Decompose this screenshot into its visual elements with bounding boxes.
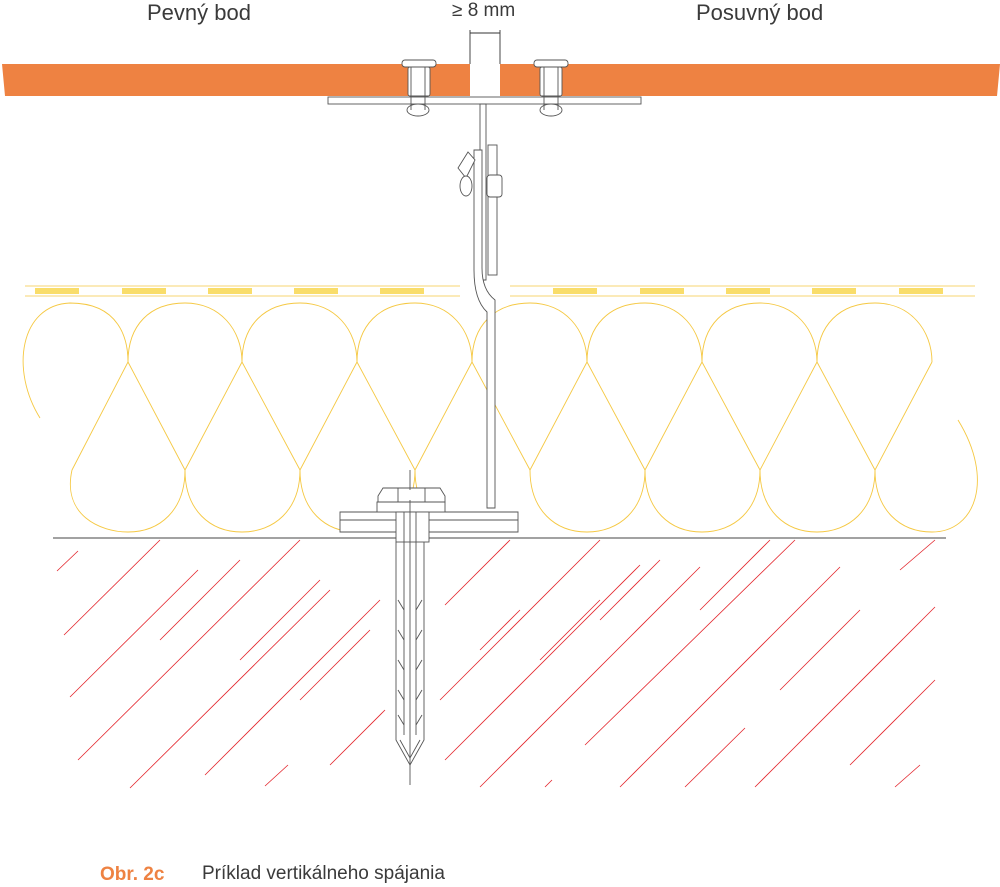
figure-number: Obr. 2c — [100, 864, 165, 885]
t-profile-flange — [327, 96, 642, 105]
anchor-hex-nut — [377, 487, 446, 503]
l-bracket-leg — [473, 149, 496, 509]
bracket-rivet-head — [459, 175, 473, 197]
figure-caption: Príklad vertikálneho spájania — [202, 863, 445, 884]
concrete-anchor — [395, 500, 430, 785]
cladding-panels — [2, 64, 1000, 96]
wind-barrier-membrane — [25, 285, 975, 297]
bracket-clip — [457, 151, 476, 179]
gap-dimension — [469, 30, 501, 64]
support-bracket — [327, 96, 642, 533]
bracket-rivet — [486, 174, 503, 198]
label-fixed-point: Pevný bod — [147, 0, 251, 25]
rivet-fixed-point — [401, 59, 437, 117]
concrete-hatching — [56, 539, 936, 789]
label-sliding-point: Posuvný bod — [696, 0, 824, 25]
cladding-panel-left — [2, 64, 470, 96]
insulation-layer — [22, 302, 978, 533]
bracket-connector — [487, 144, 498, 276]
cladding-panel-right — [500, 64, 1000, 96]
rivet-sliding-point — [533, 59, 569, 117]
cladding-rivets — [401, 59, 569, 117]
label-gap-dimension: ≥ 8 mm — [452, 0, 516, 21]
anchor-washer — [376, 501, 446, 513]
